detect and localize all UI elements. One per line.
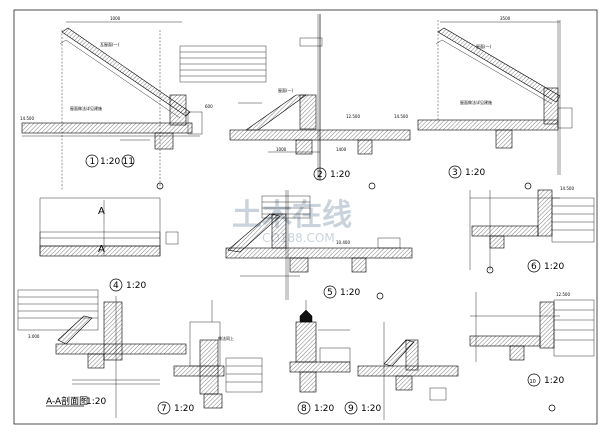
detail-7: 做法同上 7 1:20 <box>157 300 263 415</box>
callout-5-scale: 1:20 <box>340 288 360 298</box>
callout-7-num: 7 <box>161 404 167 414</box>
callout-9-num: 9 <box>348 404 354 414</box>
detail-aa-section: 3.000 A-A剖面图 1:20 <box>17 289 187 418</box>
detail-7-note: 做法同上 <box>218 335 234 341</box>
detail-1-elev: 14.500 <box>20 116 34 121</box>
callout-4-marker <box>109 278 123 292</box>
detail-2-elev: 12.500 <box>346 114 360 119</box>
aa-section-slab <box>55 343 187 355</box>
callout-1-scale: 1:20 <box>100 157 120 167</box>
detail-10-slab <box>469 335 541 347</box>
callout-9-scale: 1:20 <box>361 404 381 414</box>
callout-8-num: 8 <box>301 404 307 414</box>
aa-section-elev: 3.000 <box>28 334 40 339</box>
callout-7-scale: 1:20 <box>174 404 194 414</box>
detail-10-elev: 12.500 <box>556 292 570 297</box>
callout-6-marker <box>527 259 541 273</box>
callout-6-num: 6 <box>531 262 537 272</box>
detail-2-dim-b: 1400 <box>336 147 347 152</box>
aa-section-title: A-A剖面图 <box>46 395 88 407</box>
detail-3-floor-label: 屋面做法详见建施 <box>460 99 492 105</box>
detail-6-elev: 14.500 <box>560 186 574 191</box>
detail-5-elev: 10.400 <box>336 240 350 245</box>
detail-1-width: 600 <box>205 104 213 109</box>
callout-4-scale: 1:20 <box>126 281 146 291</box>
callout-8-marker <box>297 401 311 415</box>
detail-3-dim-top: 3500 <box>500 16 511 21</box>
detail-2: 1000 1400 12.500 屋面(一) 2 1:20 <box>179 14 411 190</box>
detail-2-roof-label: 屋面(一) <box>278 87 294 93</box>
callout-7-marker <box>157 401 171 415</box>
callout-1-ref: 11 <box>123 157 134 167</box>
aa-section-scale: 1:20 <box>86 397 106 407</box>
detail-2-slab <box>229 129 411 141</box>
detail-1-roof-label: 瓦屋面(一) <box>100 41 120 47</box>
detail-3-elev: 14.500 <box>394 114 408 119</box>
callout-1-num: 1 <box>90 157 96 167</box>
callout-2-num: 2 <box>317 170 323 180</box>
detail-3: 3500 14.500 屋面(一) 屋面做法详见建施 3 1:20 <box>394 16 573 190</box>
detail-1: 1000 14.500 瓦屋面(一) 屋面做法详见建施 600 1 1:20 1… <box>20 16 213 190</box>
detail-3-roof-label: 屋面(一) <box>476 43 492 49</box>
callout-10-num: 10 <box>530 379 536 385</box>
detail-1-floor-label: 屋面做法详见建施 <box>70 105 102 111</box>
callout-3-scale: 1:20 <box>465 168 485 178</box>
detail-5-slab <box>225 247 413 259</box>
callout-2-scale: 1:20 <box>330 170 350 180</box>
detail-6-slab <box>471 225 539 237</box>
detail-3-slab <box>417 119 559 131</box>
callout-3-marker <box>448 165 462 179</box>
detail-5: 10.400 5 1:20 <box>225 190 413 300</box>
callout-10-marker <box>527 373 541 387</box>
detail-10: 12.500 10 1:20 <box>469 292 595 412</box>
callout-2-marker <box>313 167 327 181</box>
detail-8: 8 1:20 <box>289 300 351 415</box>
callout-9-marker <box>344 401 358 415</box>
section-mark-top: A <box>98 206 105 217</box>
section-mark-bottom: A <box>98 244 105 255</box>
detail-4: A A 4 1:20 <box>39 197 179 292</box>
callout-3-num: 3 <box>452 168 458 178</box>
watermark-brand: 土木在线 <box>232 198 352 233</box>
callout-5-num: 5 <box>327 288 333 298</box>
callout-6-scale: 1:20 <box>544 262 564 272</box>
callout-10-scale: 1:20 <box>544 376 564 386</box>
detail-9: 9 1:20 <box>344 322 459 420</box>
detail-6: 14.500 6 1:20 <box>469 186 595 274</box>
detail-2-dim-a: 1000 <box>276 147 287 152</box>
sheet-border <box>13 9 598 425</box>
detail-1-dim-top: 1000 <box>110 16 121 21</box>
callout-5-marker <box>323 285 337 299</box>
callout-4-num: 4 <box>113 281 119 291</box>
callout-8-scale: 1:20 <box>314 404 334 414</box>
detail-1-slab <box>21 122 193 134</box>
callout-1-marker <box>85 154 99 168</box>
